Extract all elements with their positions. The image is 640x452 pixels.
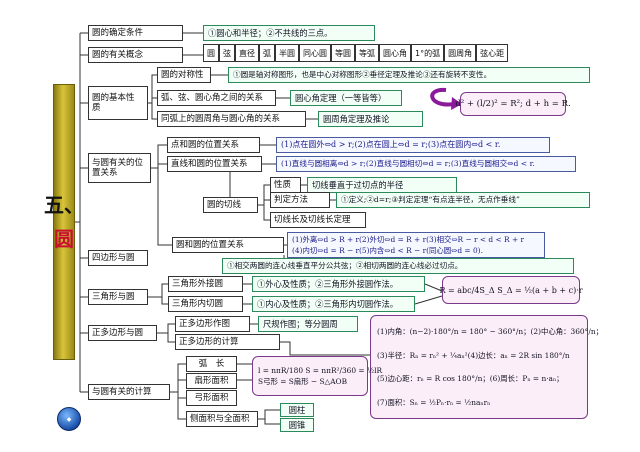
cylinder-label: 圆柱 xyxy=(280,403,314,417)
chapter-title: 五、 圆 xyxy=(44,84,84,360)
category-position: 与圆有关的位置关系 xyxy=(88,153,151,183)
chapter-name: 圆 xyxy=(54,227,74,251)
tangent-label: 圆的切线 xyxy=(203,197,258,213)
calc-formulas: l = nπR/180 S = nπR²/360 = ½lR S弓形 = S扇形… xyxy=(252,356,382,396)
category-definition: 圆的确定条件 xyxy=(88,25,183,41)
circle-circle-line-2: (4)内切⇔d = R − r(5)内含⇔d < R − r(同心圆⇔d = 0… xyxy=(292,246,483,255)
line-circle-label: 直线和圆的位置关系 xyxy=(167,156,262,172)
inscribed-note: 圆周角定理及推论 xyxy=(318,111,423,127)
circle-circle-line-1: (1)外离⇔d > R + r(2)外切⇔d = R + r(3)相交⇔R − … xyxy=(292,235,525,244)
category-triangle: 三角形与圆 xyxy=(88,289,148,305)
triangle-formula: R = abc/4S_Δ S_Δ = ½(a + b + c)·r xyxy=(439,276,583,304)
incircle-label: 三角形内切圆 xyxy=(168,296,243,312)
polygon-calc-label: 正多边形的计算 xyxy=(175,334,280,350)
sector-area-label: 扇形面积 xyxy=(186,373,237,389)
point-circle-label: 点和圆的位置关系 xyxy=(167,137,260,153)
calc-formula-2: S弓形 = S扇形 − S△AOB xyxy=(258,377,348,386)
polygon-formula-4: (7)面积：Sₙ = ½Pₙ·rₙ = ½naₙrₙ xyxy=(377,397,491,407)
term: 等圆 xyxy=(331,44,355,62)
category-calc: 与圆有关的计算 xyxy=(88,384,170,400)
inscribed-label: 同弧上的圆周角与圆心角的关系 xyxy=(157,111,306,127)
arc-chord-label: 弧、弦、圆心角之间的关系 xyxy=(157,90,276,106)
term: 半圆 xyxy=(275,44,299,62)
point-circle-note: (1)点在圆外⇔d > r;(2)点在圆上⇔d = r;(3)点在圆内⇔d < … xyxy=(276,137,550,153)
circumcircle-label: 三角形外接圆 xyxy=(168,276,243,292)
term: 同心圆 xyxy=(299,44,331,62)
category-basic-props: 圆的基本性 质 xyxy=(88,86,148,120)
polygon-formula-3: (5)边心距：rₙ = R cos 180°/n；(6)周长：Pₙ = n·aₙ… xyxy=(377,374,564,384)
category-quadrilateral: 四边形与圆 xyxy=(88,250,148,266)
term: 圆周角 xyxy=(444,44,477,62)
tangent-nature-label: 性质 xyxy=(270,177,301,193)
arc-length-label: 弧 长 xyxy=(186,356,237,372)
circle-circle-label: 圆和圆的位置关系 xyxy=(172,237,284,253)
term: 弧 xyxy=(259,44,275,62)
term: 圆 xyxy=(203,44,219,62)
definition-note: ①圆心和半径；②不共线的三点。 xyxy=(203,25,375,41)
concepts-terms: 圆 弦 直径 弧 半圆 同心圆 等圆 等弧 圆心角 1°的弧 圆周角 弦心距 xyxy=(203,44,579,62)
polygon-drawing-note: 尺规作图；等分圆周 xyxy=(258,316,358,332)
tangent-judge-note: ①定义;②d=r;③判定定理“有点连半径，无点作垂线” xyxy=(336,192,590,208)
term: 弦 xyxy=(219,44,235,62)
term: 等弧 xyxy=(355,44,379,62)
arc-chord-note: 圆心角定理（一等皆等） xyxy=(290,90,402,106)
symmetry-label: 圆的对称性 xyxy=(157,67,211,83)
polygon-formulas: (1)内角：(n−2)·180°/n = 180° − 360°/n；(2)中心… xyxy=(370,315,603,419)
circle-circle-relations: (1)外离⇔d > R + r(2)外切⇔d = R + r(3)相交⇔R − … xyxy=(287,232,545,258)
term: 弦心距 xyxy=(476,44,509,62)
polygon-formula-2: (3)半径：Rₙ = rₙ² + ¼aₙ²(4)边长：aₙ = 2R sin 1… xyxy=(377,350,570,360)
category-polygon: 正多边形与圆 xyxy=(88,325,157,341)
publisher-logo-icon: ◆ xyxy=(57,407,81,431)
circumcircle-note: ①外心及性质；②三角形外接圆作法。 xyxy=(252,276,425,292)
segment-area-label: 弓形面积 xyxy=(186,390,237,406)
polygon-formula-1: (1)内角：(n−2)·180°/n = 180° − 360°/n；(2)中心… xyxy=(377,327,603,337)
line-circle-note: (1)直线与圆相离⇔d > r;(2)直线与圆相切⇔d = r;(3)直线与圆相… xyxy=(276,156,576,172)
circle-circle-note: ①相交两圆的连心线垂直平分公共弦；②相切两圆的连心线必过切点。 xyxy=(222,258,574,274)
category-concepts: 圆的有关概念 xyxy=(88,47,183,63)
symmetry-note: ①圆是轴对称图形，也是中心对称图形②垂径定理及推论③还有旋转不变性。 xyxy=(228,67,590,83)
tangent-judge-label: 判定方法 xyxy=(270,192,330,208)
lateral-area-label: 侧面积与全面积 xyxy=(186,411,258,427)
term: 1°的弧 xyxy=(411,44,445,62)
polygon-drawing-label: 正多边形作图 xyxy=(175,316,250,332)
term: 圆心角 xyxy=(379,44,411,62)
chapter-number: 五、 xyxy=(44,193,84,217)
chord-formula: d² + (l/2)² = R²; d + h = R. xyxy=(455,92,571,116)
calc-formula-1: l = nπR/180 S = nπR²/360 = ½lR xyxy=(258,366,383,375)
incircle-note: ①内心及性质；②三角形内切圆作法。 xyxy=(252,296,415,312)
cone-label: 圆锥 xyxy=(280,418,314,432)
tangent-nature-note: 切线垂直于过切点的半径 xyxy=(307,177,457,193)
term: 直径 xyxy=(235,44,259,62)
tangent-length-label: 切线长及切线长定理 xyxy=(270,212,366,228)
